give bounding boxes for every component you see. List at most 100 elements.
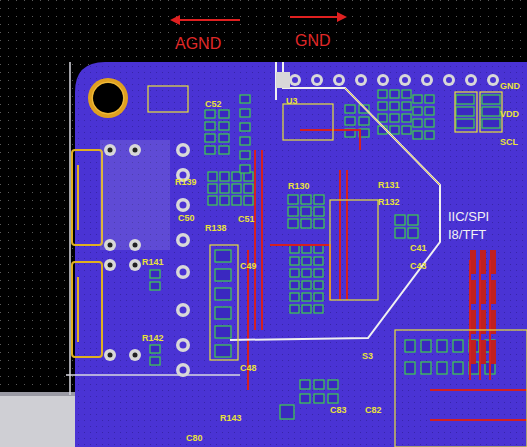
silkscreen-label: IIC/SPI xyxy=(448,210,489,223)
smd-pad xyxy=(219,146,229,154)
smd-pad xyxy=(456,107,474,116)
smd-pad xyxy=(301,207,311,216)
smd-pad xyxy=(150,357,160,365)
silkscreen-label: I8/TFT xyxy=(448,228,486,241)
smd-pad xyxy=(215,345,231,357)
silkscreen-label: R141 xyxy=(142,258,164,267)
silkscreen-label: R132 xyxy=(378,198,400,207)
smd-pad xyxy=(215,288,231,300)
smd-pad xyxy=(402,90,411,98)
smd-pad xyxy=(280,405,294,419)
smd-pad xyxy=(208,172,217,181)
smd-pad xyxy=(314,257,323,265)
header-pin xyxy=(465,74,477,86)
smd-pad xyxy=(453,362,463,374)
smd-pad xyxy=(437,340,447,352)
smd-pad xyxy=(244,184,253,193)
silkscreen-label: C49 xyxy=(240,262,257,271)
silkscreen-label: C80 xyxy=(186,434,203,443)
hole-center xyxy=(133,148,138,153)
smd-pad xyxy=(302,293,311,301)
pin-hole xyxy=(402,77,408,83)
through-hole xyxy=(104,349,116,361)
smd-pad xyxy=(456,119,474,128)
silkscreen-label: C83 xyxy=(330,406,347,415)
silkscreen-label: R139 xyxy=(175,178,197,187)
smd-pad xyxy=(453,340,463,352)
net-annotation: AGND xyxy=(175,36,221,52)
hole-center xyxy=(108,243,113,248)
smd-pad xyxy=(408,228,418,238)
through-hole xyxy=(176,143,190,157)
through-hole xyxy=(104,144,116,156)
smd-pad xyxy=(240,123,250,131)
through-hole xyxy=(129,144,141,156)
silkscreen-label: R130 xyxy=(288,182,310,191)
smd-pad xyxy=(482,119,500,128)
smd-pad xyxy=(405,362,415,374)
smd-pad xyxy=(314,219,324,228)
hole-center xyxy=(133,243,138,248)
smd-pad xyxy=(219,110,229,118)
silkscreen-label: C50 xyxy=(178,214,195,223)
silkscreen-label: R131 xyxy=(378,181,400,190)
smd-pad xyxy=(314,195,324,204)
smd-pad xyxy=(302,245,311,253)
smd-pad xyxy=(314,207,324,216)
smd-pad xyxy=(378,114,387,122)
smd-pad xyxy=(413,131,422,139)
smd-pad xyxy=(215,269,231,281)
smd-pad xyxy=(301,195,311,204)
smd-pad xyxy=(290,245,299,253)
pin-hole xyxy=(292,77,298,83)
smd-pad xyxy=(215,250,231,262)
smd-pad xyxy=(302,269,311,277)
silkscreen-label: R142 xyxy=(142,334,164,343)
hole-center xyxy=(180,342,187,349)
smd-pad xyxy=(205,146,215,154)
smd-pad xyxy=(220,184,229,193)
smd-pad xyxy=(413,119,422,127)
smd-pad xyxy=(314,380,324,389)
smd-pad xyxy=(290,269,299,277)
smd-pad xyxy=(390,102,399,110)
hole-center xyxy=(133,263,138,268)
smd-pad xyxy=(413,107,422,115)
smd-pad xyxy=(150,345,160,353)
through-hole xyxy=(176,363,190,377)
through-hole xyxy=(176,265,190,279)
smd-pad xyxy=(359,117,369,125)
header-pin-square xyxy=(276,72,290,88)
smd-pad xyxy=(425,107,434,115)
smd-pad xyxy=(215,326,231,338)
smd-pad xyxy=(302,257,311,265)
smd-pad xyxy=(150,282,160,290)
smd-pad xyxy=(240,109,250,117)
header-pin xyxy=(487,74,499,86)
smd-pad xyxy=(290,305,299,313)
smd-pad xyxy=(378,102,387,110)
hole-center xyxy=(180,269,187,276)
smd-pad xyxy=(425,119,434,127)
header-pin xyxy=(443,74,455,86)
through-hole xyxy=(176,198,190,212)
smd-pad xyxy=(314,305,323,313)
silkscreen-label: S3 xyxy=(362,352,373,361)
hole-center xyxy=(108,353,113,358)
smd-pad xyxy=(219,134,229,142)
smd-pad xyxy=(240,137,250,145)
silkscreen-label: C43 xyxy=(410,262,427,271)
header-pin xyxy=(355,74,367,86)
hole-center xyxy=(108,263,113,268)
smd-pad xyxy=(402,126,411,134)
smd-pad xyxy=(240,95,250,103)
smd-pad xyxy=(220,196,229,205)
smd-pad xyxy=(300,380,310,389)
hole-center xyxy=(180,367,187,374)
smd-pad xyxy=(244,196,253,205)
smd-pad xyxy=(288,219,298,228)
pin-hole xyxy=(468,77,474,83)
smd-pad xyxy=(437,362,447,374)
smd-pad xyxy=(314,394,324,403)
